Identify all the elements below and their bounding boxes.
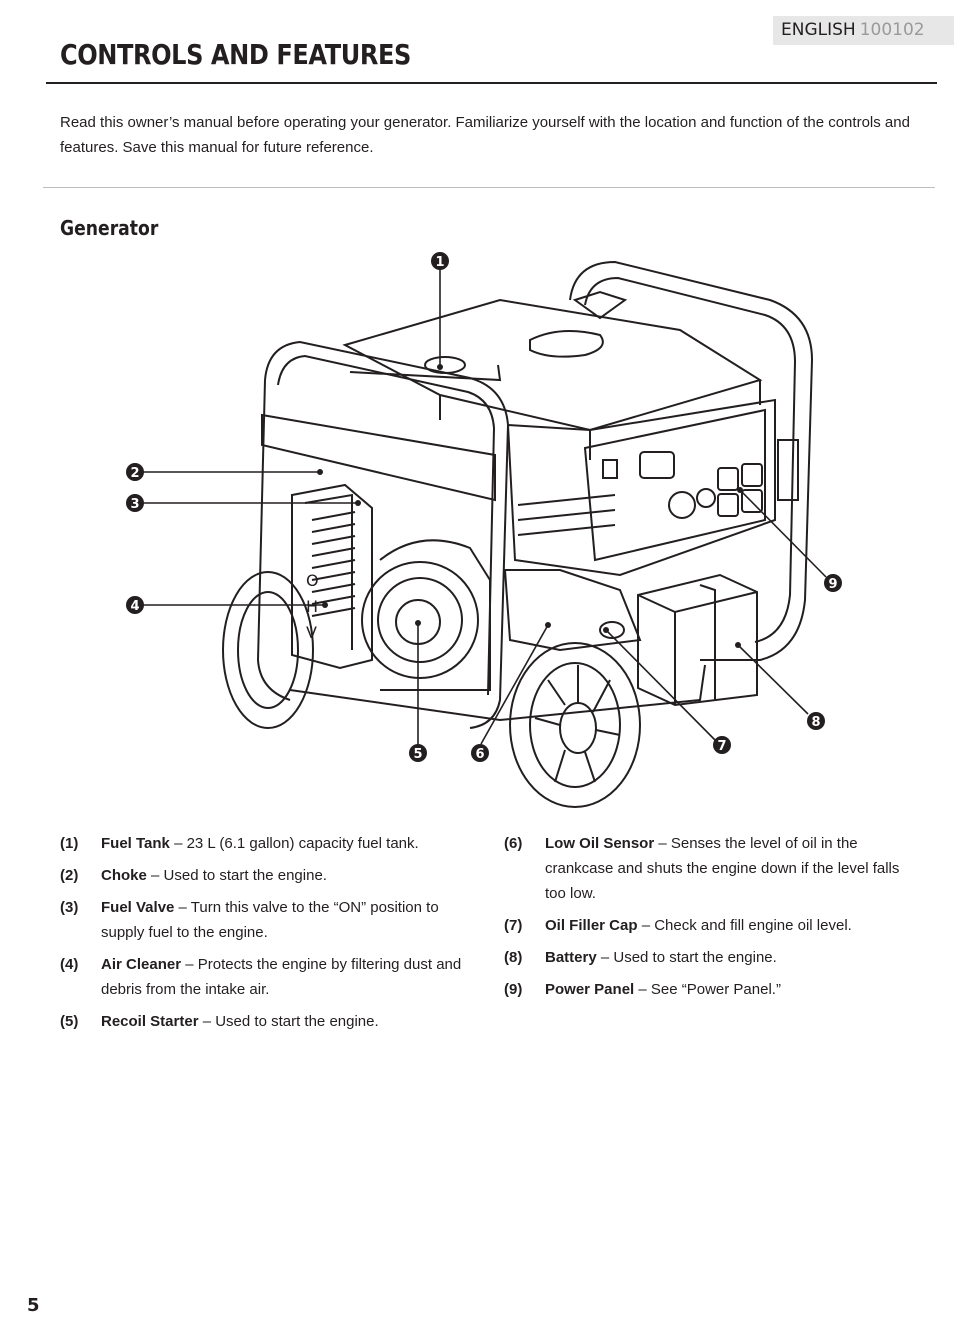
feature-number: (4) [60,956,79,973]
feature-number: (3) [60,899,79,916]
feature-name: Fuel Valve [101,899,175,916]
leader-dot-1 [437,364,443,370]
callout-leaders [143,269,827,745]
air-cleaner-letters: O H V [306,571,319,642]
feature-name: Low Oil Sensor [545,835,655,852]
callout-1: 1 [431,252,449,270]
feature-item-battery: (8) Battery – Used to start the engine. [504,945,914,970]
section-divider [43,187,935,188]
feature-list-right: (6) Low Oil Sensor – Senses the level of… [504,831,914,1009]
leader-dot-5 [415,620,421,626]
callout-5: 5 [409,744,427,762]
callout-8: 8 [807,712,825,730]
page-title: CONTROLS AND FEATURES [60,38,411,71]
feature-description: Fuel Valve – Turn this valve to the “ON”… [101,895,480,945]
callout-number: 1 [435,255,444,270]
feature-text: – Check and fill engine oil level. [637,917,852,934]
feature-name: Battery [545,949,597,966]
feature-name: Recoil Starter [101,1013,199,1030]
callout-number: 5 [413,747,422,762]
feature-item-power-panel: (9) Power Panel – See “Power Panel.” [504,977,914,1002]
feature-name: Power Panel [545,981,635,998]
callout-4: 4 [126,596,144,614]
feature-item-recoil-starter: (5) Recoil Starter – Used to start the e… [60,1009,480,1034]
feature-item-fuel-valve: (3) Fuel Valve – Turn this valve to the … [60,895,480,945]
callout-number: 3 [130,497,139,512]
generator-illustration: O H V 1 2 3 4 5 [126,252,842,808]
feature-number: (1) [60,835,79,852]
feature-text: – Used to start the engine. [198,1013,379,1030]
feature-item-choke: (2) Choke – Used to start the engine. [60,863,480,888]
callout-2: 2 [126,463,144,481]
feature-name: Choke [101,867,147,884]
feature-number: (8) [504,949,523,966]
air-cleaner-letter-h: H [306,597,318,616]
leader-8 [737,644,809,715]
feature-name: Fuel Tank [101,835,170,852]
leader-dot-8 [735,642,741,648]
page-number: 5 [27,1295,40,1316]
callout-number: 8 [811,715,820,730]
feature-description: Recoil Starter – Used to start the engin… [101,1009,480,1034]
leader-dot-6 [545,622,551,628]
section-heading: Generator [60,216,159,240]
callout-number: 4 [130,599,139,614]
intro-paragraph: Read this owner’s manual before operatin… [60,114,910,156]
feature-description: Low Oil Sensor – Senses the level of oil… [545,831,914,906]
feature-number: (2) [60,867,79,884]
feature-item-oil-filler-cap: (7) Oil Filler Cap – Check and fill engi… [504,913,914,938]
feature-text: – Used to start the engine. [596,949,777,966]
callout-number: 9 [828,577,837,592]
generator-diagram: O H V 1 2 3 4 5 [0,240,954,820]
callout-7: 7 [713,736,731,754]
feature-text: – Senses the level of oil in the crankca… [545,835,900,902]
feature-list-left: (1) Fuel Tank – 23 L (6.1 gallon) capaci… [60,831,480,1041]
leader-dot-7 [603,627,609,633]
callout-6: 6 [471,744,489,762]
leader-9 [739,489,827,578]
leader-6 [480,624,549,745]
feature-text: – See “Power Panel.” [634,981,781,998]
document-code: 100102 [859,20,925,40]
leader-dot-3 [355,500,361,506]
feature-text: – Used to start the engine. [146,867,327,884]
feature-number: (5) [60,1013,79,1030]
callout-number: 7 [717,739,726,754]
feature-description: Air Cleaner – Protects the engine by fil… [101,952,480,1002]
generator-drawing [222,260,814,808]
title-divider [46,82,937,84]
leader-dot-9 [737,487,743,493]
leader-dot-2 [317,469,323,475]
callout-number: 2 [130,466,139,481]
feature-text: – Turn this valve to the “ON” position t… [101,899,439,941]
callout-number: 6 [475,747,484,762]
feature-name: Air Cleaner [101,956,182,973]
leader-dot-4 [322,602,328,608]
feature-description: Choke – Used to start the engine. [101,863,480,888]
feature-name: Oil Filler Cap [545,917,638,934]
leader-7 [605,629,716,741]
feature-number: (6) [504,835,523,852]
feature-text: – Protects the engine by filtering dust … [101,956,462,998]
feature-description: Battery – Used to start the engine. [545,945,914,970]
air-cleaner-letter-v: V [306,623,317,642]
feature-text: – 23 L (6.1 gallon) capacity fuel tank. [169,835,419,852]
feature-item-low-oil-sensor: (6) Low Oil Sensor – Senses the level of… [504,831,914,906]
language-label: ENGLISH [781,20,856,40]
feature-description: Fuel Tank – 23 L (6.1 gallon) capacity f… [101,831,480,856]
feature-item-air-cleaner: (4) Air Cleaner – Protects the engine by… [60,952,480,1002]
feature-description: Power Panel – See “Power Panel.” [545,977,914,1002]
feature-number: (9) [504,981,523,998]
feature-description: Oil Filler Cap – Check and fill engine o… [545,913,914,938]
callout-3: 3 [126,494,144,512]
feature-item-fuel-tank: (1) Fuel Tank – 23 L (6.1 gallon) capaci… [60,831,480,856]
air-cleaner-letter-o: O [306,571,319,590]
feature-number: (7) [504,917,523,934]
callout-9: 9 [824,574,842,592]
